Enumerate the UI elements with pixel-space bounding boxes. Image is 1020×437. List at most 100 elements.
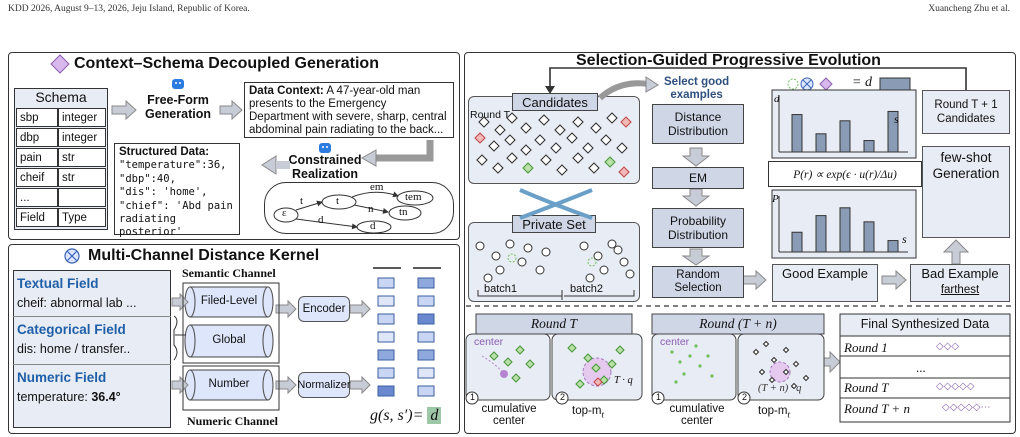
- candidate-diamond: [616, 142, 628, 154]
- constrained-realization-label: Constrained Realization: [288, 153, 362, 181]
- candidate-diamond: [604, 156, 616, 168]
- private-record: [593, 251, 603, 261]
- node-tn: tn: [399, 206, 408, 218]
- candidate-diamond: [494, 124, 506, 136]
- round-point: [615, 345, 625, 355]
- structured-data-label: Structured Data:: [119, 146, 210, 158]
- round-dot: [706, 354, 710, 358]
- structured-data-line: "dis": 'home',: [119, 186, 208, 199]
- candidate-diamond: [554, 124, 566, 136]
- private-record: [607, 239, 617, 249]
- round-point: [525, 359, 535, 369]
- candidate-diamond: [534, 134, 546, 146]
- round-point-red: [593, 377, 603, 387]
- round-point-small: [792, 360, 800, 368]
- dist-y-axis: d: [774, 93, 780, 105]
- private-record: [491, 251, 501, 261]
- node-eps: ε: [282, 207, 287, 219]
- em-formula: P(r) ∝ exp(ϵ · u(r)/Δu): [768, 161, 922, 187]
- few-shot-box: [922, 146, 1010, 238]
- private-record: [517, 257, 527, 267]
- candidate-diamond: [566, 132, 578, 144]
- probability-distribution-step: Probability Distribution: [652, 208, 744, 248]
- round-point: [591, 363, 601, 373]
- candidate-diamond: [582, 142, 594, 154]
- good-example-box: [772, 264, 878, 302]
- edge-n: n: [368, 203, 374, 215]
- panel1-title: Context–Schema Decoupled Generation: [74, 55, 379, 72]
- distance-bar: [791, 114, 803, 153]
- step-1-marker: 1: [655, 392, 661, 402]
- candidate-diamond: [476, 154, 488, 166]
- round-dot: [710, 374, 714, 378]
- em-step: EM: [652, 167, 744, 189]
- data-context-label: Data Context:: [249, 85, 324, 97]
- round-T-header: Round T: [530, 316, 578, 331]
- encoder-box: Encoder: [298, 296, 350, 322]
- candidate-diamond: [620, 116, 632, 128]
- number-channel: Number: [208, 378, 250, 390]
- private-record: [523, 243, 533, 253]
- distance-distribution-step: Distance Distribution: [652, 104, 744, 144]
- semantic-channel-label: Semantic Channel: [182, 266, 276, 280]
- structured-data-line: radiating posterior': [119, 213, 183, 239]
- round-point: [583, 353, 593, 363]
- round-point: [489, 351, 499, 361]
- distance-bar: [815, 133, 827, 153]
- probability-bar: [839, 207, 851, 253]
- schema-title: Schema: [35, 89, 87, 105]
- dist-x-axis: s: [894, 112, 899, 126]
- panel3-title: Selection-Guided Progressive Evolution: [576, 52, 881, 69]
- textual-field-label: Textual Field: [17, 276, 99, 291]
- private-record: [535, 265, 545, 275]
- field-list: [13, 270, 171, 428]
- private-record: [505, 239, 515, 249]
- probability-bar: [815, 215, 827, 253]
- round-point: [511, 373, 521, 383]
- free-form-generation-label: Free-Form Generation: [145, 93, 211, 121]
- final-row-label: Round T: [844, 380, 889, 395]
- candidate-diamond: [474, 132, 486, 144]
- context-schema-panel: [8, 52, 460, 240]
- final-row-marks: ◇◇◇◇◇: [936, 381, 975, 392]
- schema-field-cell: pain: [16, 148, 58, 167]
- round-point: [503, 357, 513, 367]
- probability-bar: [887, 240, 899, 253]
- categorical-field-label: Categorical Field: [17, 322, 126, 337]
- candidate-diamond: [522, 162, 534, 174]
- cumulative-center-label: cumulative center: [481, 403, 537, 427]
- few-shot-generation-label: few-shot Generation: [932, 150, 1000, 181]
- final-row-label: Round T + n: [844, 401, 910, 416]
- numeric-channel-label: Numeric Channel: [187, 414, 278, 428]
- round-point-small: [802, 374, 810, 382]
- batch1-label: batch1: [484, 283, 518, 295]
- candidate-diamond: [506, 152, 518, 164]
- prob-x-axis: s: [902, 232, 907, 246]
- tq-label: T · q: [614, 375, 633, 386]
- candidate-diamond: [492, 162, 504, 174]
- progressive-evolution-panel: [464, 52, 1016, 434]
- candidate-diamond: [520, 144, 532, 156]
- structured-data-box: Structured Data: "temperature":36, "dbp"…: [114, 143, 240, 238]
- bad-example-box: [910, 264, 1010, 302]
- round-t-label: Round T: [470, 109, 511, 121]
- candidate-diamond: [520, 122, 532, 134]
- cumulative-center-label: cumulative center: [669, 403, 725, 427]
- select-good-examples: Select good examples: [664, 76, 730, 101]
- schema-type-cell: integer: [58, 128, 106, 147]
- edge-t: t: [300, 195, 304, 207]
- schema-type-cell: integer: [58, 108, 106, 127]
- field-level-channel: Filed-Level: [200, 295, 258, 307]
- private-record: [599, 265, 609, 275]
- round-point-small: [770, 356, 778, 364]
- schema-type-cell: Type: [58, 208, 106, 227]
- kernel-d: d: [427, 407, 442, 424]
- data-context-box: Data Context: A 47-year-old man presents…: [244, 82, 454, 138]
- divider: [13, 316, 171, 317]
- round-point-small: [768, 376, 776, 384]
- candidate-diamond: [556, 164, 568, 176]
- private-record: [625, 269, 635, 279]
